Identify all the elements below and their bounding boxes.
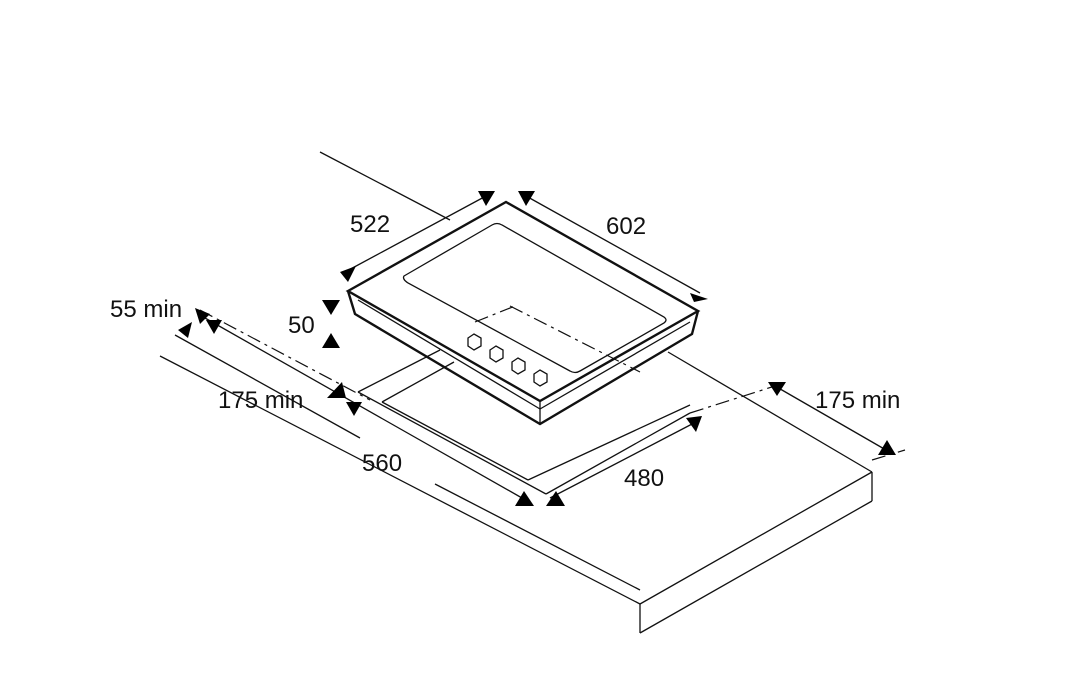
arrow-icon	[686, 416, 702, 432]
knob-icon	[489, 345, 504, 363]
dim-line-480	[549, 422, 695, 499]
burner-dashed-line-2	[474, 305, 516, 323]
hob-glass-panel	[402, 222, 667, 374]
dim-label-480: 480	[624, 465, 664, 492]
countertop-right-top	[639, 471, 873, 605]
arrow-icon	[346, 402, 362, 416]
dashed-reference-lines	[199, 305, 906, 461]
cutout-inner-front	[381, 401, 529, 481]
cutout-inner-right	[527, 404, 691, 481]
arrow-icon	[478, 191, 495, 206]
knob-icon	[467, 333, 482, 351]
knob-icon	[533, 369, 548, 387]
burner-dashed-line	[509, 305, 641, 373]
control-knobs	[467, 333, 548, 387]
arrow-icon	[546, 491, 565, 506]
dim-line-522	[344, 195, 487, 273]
dim-label-560: 560	[362, 450, 402, 477]
dim-label-175-min-left: 175 min	[218, 387, 303, 414]
hob-body-outline	[346, 290, 700, 426]
arrow-icon	[178, 322, 192, 338]
arrow-icon	[327, 382, 346, 398]
countertop	[159, 351, 873, 634]
dim-line-602	[525, 195, 701, 294]
dimension-lines	[174, 195, 887, 591]
right-end-dashed	[871, 449, 906, 461]
hob-front-bevel	[357, 299, 541, 410]
dim-label-522: 522	[350, 211, 390, 238]
front-dashed-line	[199, 309, 371, 401]
arrow-icon	[690, 293, 708, 302]
countertop-right-back-edge	[667, 351, 873, 473]
countertop-front-edge	[159, 355, 641, 605]
cutout-right-edge	[545, 412, 691, 495]
arrow-icon	[206, 320, 222, 334]
arrowheads	[178, 191, 896, 506]
arrow-icon	[322, 300, 340, 315]
dim-line-175-left	[174, 334, 361, 439]
cutout-left-inner	[381, 361, 455, 403]
dim-label-50: 50	[288, 312, 315, 339]
dim-line-175-right	[774, 385, 887, 451]
hob-right-bevel	[539, 321, 691, 410]
dim-label-602: 602	[606, 213, 646, 240]
right-dashed-line	[689, 385, 776, 414]
arrow-icon	[768, 382, 786, 396]
wall-line	[319, 151, 451, 221]
hob	[345, 200, 701, 426]
dim-label-175-min-right: 175 min	[815, 387, 900, 414]
cutout-front-edge	[357, 391, 547, 495]
arrow-icon	[515, 491, 534, 506]
arrow-icon	[878, 440, 896, 455]
dim-extension-560	[434, 483, 641, 591]
arrow-icon	[322, 333, 340, 348]
countertop-right-bottom	[639, 500, 873, 634]
knob-icon	[511, 357, 526, 375]
arrow-icon	[195, 308, 210, 324]
dim-line-560	[204, 317, 523, 499]
arrow-icon	[518, 191, 535, 206]
arrow-icon	[340, 266, 356, 282]
dim-label-55-min: 55 min	[110, 296, 182, 323]
